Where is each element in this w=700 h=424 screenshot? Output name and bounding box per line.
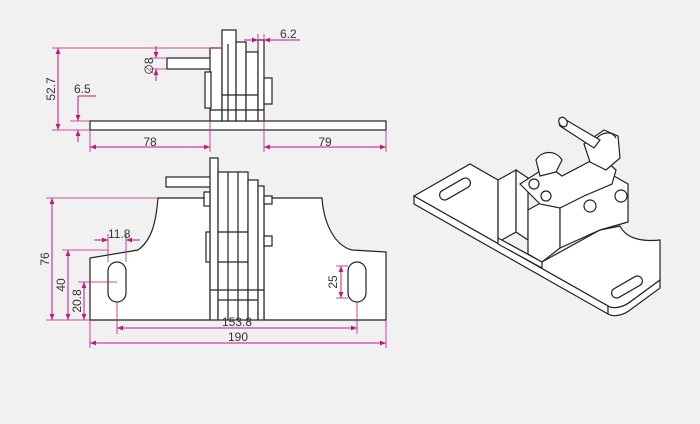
dim-right-length-label: 79 xyxy=(318,135,332,149)
dim-overall-width: 190 xyxy=(89,320,387,348)
dim-slot-pitch-label: 153.8 xyxy=(222,315,252,329)
front-view-assembly xyxy=(203,157,273,321)
dim-offset-top-label: 6.2 xyxy=(280,27,297,41)
iso-slot-right xyxy=(611,275,643,299)
dim-diameter: ∅8 xyxy=(142,46,167,81)
dim-slot-pitch: 153.8 xyxy=(116,302,358,334)
iso-bracket-left xyxy=(497,168,517,244)
dim-slot-width: 11.8 xyxy=(94,227,140,262)
iso-bolt xyxy=(583,199,597,213)
dim-left-length-label: 78 xyxy=(143,135,157,149)
iso-slot-left xyxy=(439,177,471,201)
front-view-pin xyxy=(165,176,213,188)
dim-height: 52.7 xyxy=(44,47,222,131)
front-view: 11.8 76 40 20.8 25 xyxy=(38,157,387,348)
dim-thickness-label: 6.5 xyxy=(74,82,91,96)
dim-slot-length-label: 25 xyxy=(326,275,340,289)
dim-thickness: 6.5 xyxy=(70,82,96,142)
dim-slot-offset: 20.8 xyxy=(70,281,117,320)
dim-slot-length: 25 xyxy=(326,265,348,299)
top-view-base-plate xyxy=(89,120,387,131)
top-view-pin xyxy=(166,57,216,70)
dim-slot-width-label: 11.8 xyxy=(108,227,131,241)
dim-height-label: 52.7 xyxy=(44,77,58,101)
front-view-slot-right xyxy=(347,261,367,303)
dim-left-length: 78 xyxy=(89,121,211,152)
front-view-plate-right xyxy=(263,197,387,321)
dim-right-length: 79 xyxy=(263,121,387,152)
dim-diameter-label: ∅8 xyxy=(142,57,156,74)
dim-slot-offset-label: 20.8 xyxy=(70,289,84,313)
top-view-assembly xyxy=(204,29,273,122)
dim-offset-top: 6.2 xyxy=(244,27,300,50)
dim-slot-span: 40 xyxy=(54,249,108,320)
isometric-view xyxy=(412,116,661,317)
dim-slot-span-label: 40 xyxy=(54,278,68,292)
top-view: ∅8 6.2 52.7 6.5 xyxy=(44,27,387,152)
dim-overall-width-label: 190 xyxy=(228,330,248,344)
dim-total-height-label: 76 xyxy=(38,252,52,266)
